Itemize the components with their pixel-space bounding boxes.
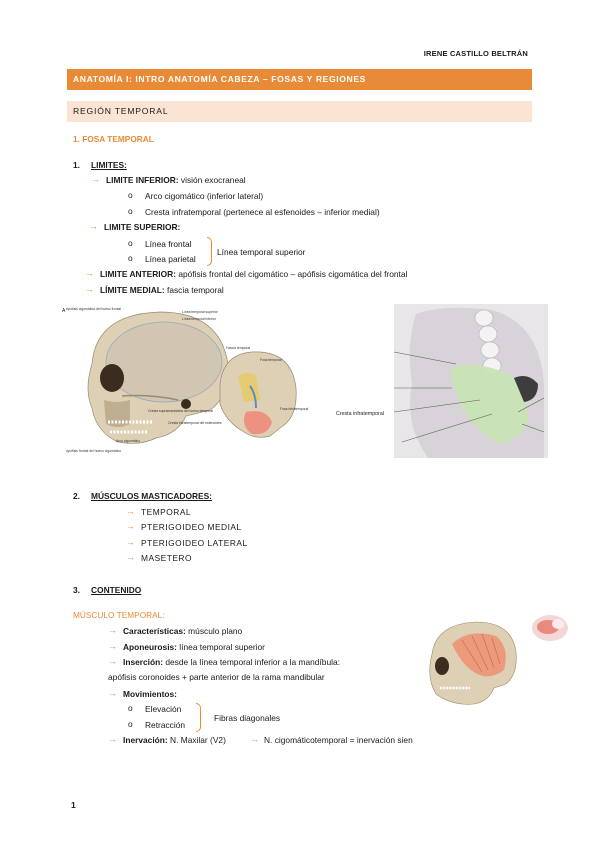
temporal-muscle-illustration xyxy=(429,615,568,705)
arrow-icon: → xyxy=(108,625,117,635)
temporal-muscle-figure xyxy=(412,614,572,714)
musculos-label: MÚSCULOS MASTICADORES: xyxy=(91,491,212,501)
arrow-icon: → xyxy=(108,656,117,666)
inferior-item: Arco cigomático (inferior lateral) xyxy=(145,191,264,201)
arrow-icon: → xyxy=(91,174,100,184)
arrow-icon: → xyxy=(126,506,135,516)
limite-anterior: LIMITE ANTERIOR: apófisis frontal del ci… xyxy=(100,269,407,279)
figure-label: Cresta infratemporal xyxy=(336,411,384,417)
arrow-icon: → xyxy=(250,734,259,744)
limite-inferior-text: visión exocraneal xyxy=(178,175,246,185)
limite-anterior-label: LIMITE ANTERIOR: xyxy=(100,269,176,279)
caracteristicas-line: Características: músculo plano xyxy=(123,626,242,636)
limite-medial-text: fascia temporal xyxy=(164,285,224,295)
limite-inferior-label: LIMITE INFERIOR: xyxy=(106,175,179,185)
inervacion-line: Inervación: N. Maxilar (V2) xyxy=(123,735,226,745)
arrow-icon: → xyxy=(108,641,117,651)
arrow-icon: → xyxy=(108,688,117,698)
bullet-icon: o xyxy=(128,703,133,713)
brace-shape xyxy=(196,703,201,732)
inervacion-text: N. Maxilar (V2) xyxy=(167,735,226,745)
insercion-label: Inserción: xyxy=(123,657,164,667)
aponeurosis-text: línea temporal superior xyxy=(176,642,265,652)
limites-number: 1. xyxy=(73,160,80,170)
figure-label: Cresta infratemporal del esfenoides xyxy=(168,421,222,425)
inferior-item: Cresta infratemporal (pertenece al esfen… xyxy=(145,207,380,217)
insercion-line: Inserción: desde la línea temporal infer… xyxy=(123,657,340,667)
arrow-icon: → xyxy=(85,268,94,278)
infratemporal-figure: Cresta infratemporal xyxy=(332,304,548,458)
page-number: 1 xyxy=(71,800,76,810)
arrow-icon: → xyxy=(89,221,98,231)
arrow-icon: → xyxy=(126,537,135,547)
arrow-icon: → xyxy=(126,552,135,562)
bullet-icon: o xyxy=(128,190,133,200)
figure-label: Fosa infratemporal xyxy=(280,407,309,411)
figure-label: Fosa temporal xyxy=(260,358,282,362)
musculo-item: MASETERO xyxy=(141,553,192,563)
figure-label: Línea temporal inferior xyxy=(182,317,217,321)
figure-letter: A xyxy=(62,308,66,314)
arrow-icon: → xyxy=(85,284,94,294)
aponeurosis-label: Aponeurosis: xyxy=(123,642,177,652)
aponeurosis-line: Aponeurosis: línea temporal superior xyxy=(123,642,265,652)
movimiento-item: Retracción xyxy=(145,720,186,730)
inervacion-label: Inervación: xyxy=(123,735,168,745)
section-title: REGIÓN TEMPORAL xyxy=(67,101,532,122)
bullet-icon: o xyxy=(128,206,133,216)
movimientos-brace-label: Fibras diagonales xyxy=(214,713,281,723)
superior-brace-label: Línea temporal superior xyxy=(217,247,306,257)
figure-label: Arco cigomático xyxy=(116,439,140,443)
limites-label: LIMITES: xyxy=(91,160,127,170)
figure-label: Apófisis frontal del hueso cigomático xyxy=(66,449,121,453)
contenido-number: 3. xyxy=(73,585,80,595)
caracteristicas-text: músculo plano xyxy=(185,626,243,636)
musculo-item: TEMPORAL xyxy=(141,507,192,517)
skull-illustration: A Línea temporal superior Línea temporal… xyxy=(62,307,309,453)
musculo-item: PTERIGOIDEO MEDIAL xyxy=(141,522,242,532)
brace-shape xyxy=(207,237,212,266)
inervacion-text-2: N. cigomáticotemporal = inervación sien xyxy=(264,735,413,745)
figure-label: Línea temporal superior xyxy=(182,310,219,314)
figure-label: Fascia temporal xyxy=(226,346,250,350)
bullet-icon: o xyxy=(128,238,133,248)
figure-label: Cresta supramastoidea del hueso temporal xyxy=(148,409,213,413)
limite-anterior-text: apófisis frontal del cigomático – apófis… xyxy=(176,269,408,279)
contenido-label: CONTENIDO xyxy=(91,585,142,595)
arrow-icon: → xyxy=(108,734,117,744)
musculos-number: 2. xyxy=(73,491,80,501)
bullet-icon: o xyxy=(128,253,133,263)
fosa-heading: 1. FOSA TEMPORAL xyxy=(73,134,154,144)
arrow-icon: → xyxy=(126,521,135,531)
caracteristicas-label: Características: xyxy=(123,626,186,636)
limite-medial-label: LÍMITE MEDIAL: xyxy=(100,285,165,295)
document-title: ANATOMÍA I: INTRO ANATOMÍA CABEZA – FOSA… xyxy=(67,69,532,90)
movimientos-label: Movimientos: xyxy=(123,689,177,699)
skull-base-illustration: Cresta infratemporal xyxy=(336,304,548,458)
limite-superior-label: LIMITE SUPERIOR: xyxy=(104,222,181,232)
limite-medial: LÍMITE MEDIAL: fascia temporal xyxy=(100,285,224,295)
figure-label: Apófisis cigomática del hueso frontal xyxy=(66,307,121,311)
insercion-text: desde la línea temporal inferior a la ma… xyxy=(163,657,340,667)
insercion-text-continued: apófisis coronoides + parte anterior de … xyxy=(108,672,325,682)
musculo-item: PTERIGOIDEO LATERAL xyxy=(141,538,248,548)
musculo-temporal-heading: MÚSCULO TEMPORAL: xyxy=(73,610,165,620)
bullet-icon: o xyxy=(128,719,133,729)
limite-inferior: LIMITE INFERIOR: visión exocraneal xyxy=(106,175,246,185)
author-name: IRENE CASTILLO BELTRÁN xyxy=(423,49,528,58)
superior-item: Línea frontal xyxy=(145,239,192,249)
superior-item: Línea parietal xyxy=(145,254,196,264)
movimiento-item: Elevación xyxy=(145,704,182,714)
skull-lateral-figure: A Línea temporal superior Línea temporal… xyxy=(60,304,310,464)
